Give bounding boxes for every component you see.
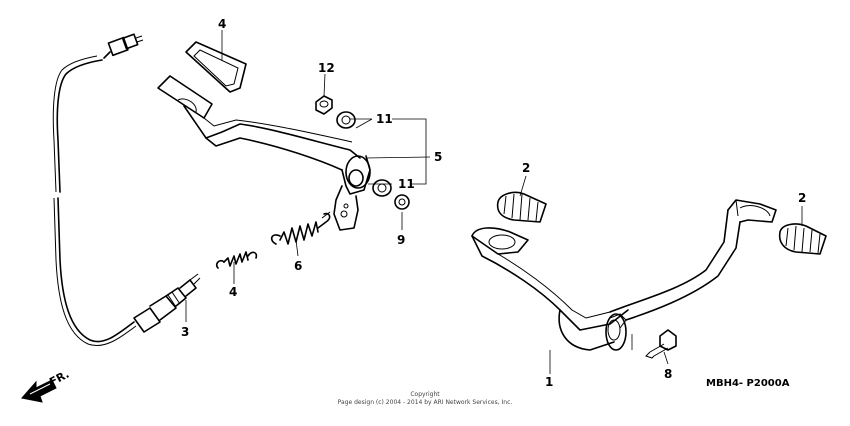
- callout-5: 5: [434, 150, 442, 164]
- copyright-line-1: Copyright: [410, 391, 440, 398]
- callout-4: 4: [229, 285, 237, 299]
- callout-2-right: 2: [798, 191, 806, 205]
- diagram-code: MBH4- P2000A: [706, 378, 790, 389]
- gearshift-pedal: [471, 199, 777, 351]
- callout-3: 3: [181, 325, 189, 339]
- wire-connector: [103, 33, 144, 59]
- switch-spring: [215, 251, 258, 269]
- gearshift-rubber-left: [496, 191, 547, 223]
- callout-11-lower: 11: [398, 177, 415, 191]
- nut-12: [315, 95, 333, 115]
- copyright-line-2: Page design (c) 2004 - 2014 by ARI Netwo…: [338, 399, 513, 406]
- washer-9: [394, 194, 410, 210]
- brake-pedal-rubber: [185, 41, 247, 93]
- front-direction-arrow-icon: [21, 379, 57, 403]
- brake-light-switch: [133, 273, 201, 333]
- callout-6: 6: [294, 259, 302, 273]
- brake-pedal-spring: [270, 212, 331, 245]
- brake-light-switch-assembly: [52, 33, 201, 346]
- gearshift-rubber-right: [778, 223, 827, 255]
- callout-9: 9: [397, 233, 405, 247]
- callout-1: 1: [545, 375, 553, 389]
- bushing-11-upper: [336, 111, 356, 129]
- callout-11-upper: 11: [376, 112, 393, 126]
- switch-wire: [52, 55, 137, 346]
- callout-7: 4: [218, 17, 226, 31]
- front-direction-label: FR.: [47, 368, 71, 389]
- leader-lines: [185, 30, 803, 374]
- gearshift-bolt: [645, 329, 677, 359]
- callout-8: 8: [664, 367, 672, 381]
- brake-pedal: [157, 41, 371, 231]
- callout-12: 12: [318, 61, 335, 75]
- callout-2-left: 2: [522, 161, 530, 175]
- bushing-11-lower: [372, 179, 392, 197]
